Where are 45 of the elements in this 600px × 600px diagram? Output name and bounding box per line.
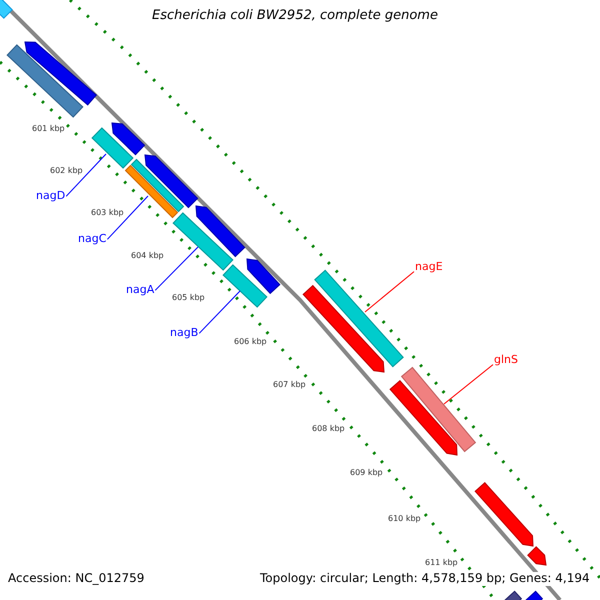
scale-label: 606 kbp bbox=[234, 337, 267, 346]
gene-bar bbox=[0, 0, 13, 19]
gene-label: nagA bbox=[126, 284, 154, 297]
gene-label: nagB bbox=[170, 327, 198, 340]
gene-bar bbox=[124, 158, 184, 218]
leader-line bbox=[154, 246, 198, 291]
gene-bar bbox=[246, 258, 280, 294]
gene-bar bbox=[314, 270, 404, 368]
gene-bar bbox=[474, 482, 534, 547]
gene-bar bbox=[172, 212, 234, 271]
gene-bar bbox=[6, 44, 84, 118]
gene-bar bbox=[111, 122, 146, 156]
gene-bar bbox=[222, 264, 268, 308]
leader-line bbox=[66, 154, 106, 197]
gene-bar bbox=[195, 205, 246, 258]
footer-text: Topology: circular; Length: 4,578,159 bp; Genes: 4,194 bbox=[260, 572, 590, 586]
gene-label: nagD bbox=[36, 190, 66, 203]
gene-bar bbox=[144, 154, 198, 208]
leader-line bbox=[444, 364, 494, 404]
scale-label: 607 kbp bbox=[273, 380, 306, 390]
gene-bar bbox=[527, 546, 547, 566]
gene-bar bbox=[91, 127, 134, 169]
scale-label: 611 kbp bbox=[425, 558, 458, 568]
scale-label: 610 kbp bbox=[388, 514, 421, 524]
gene-bar bbox=[389, 380, 458, 456]
leader-line bbox=[364, 271, 414, 312]
gene-bar bbox=[24, 41, 97, 106]
title: Escherichia coli BW2952, complete genome bbox=[152, 9, 438, 24]
gene-bar bbox=[522, 590, 544, 600]
gene-bar bbox=[400, 366, 476, 452]
scale-label: 604 kbp bbox=[131, 251, 164, 260]
scale-label: 601 kbp bbox=[32, 124, 65, 134]
footer-text: Accession: NC_012759 bbox=[8, 572, 144, 586]
scale-label: 602 kbp bbox=[50, 166, 83, 176]
gene-label: nagC bbox=[78, 233, 106, 246]
scale-label: 605 kbp bbox=[172, 293, 205, 302]
leader-line bbox=[198, 290, 240, 334]
gene-bar bbox=[502, 590, 522, 600]
gene-bar bbox=[302, 284, 385, 373]
gene-label: nagE bbox=[415, 261, 443, 274]
scale-label: 603 kbp bbox=[91, 208, 124, 218]
scale-label: 609 kbp bbox=[350, 468, 383, 478]
gene-label: glnS bbox=[494, 354, 518, 367]
scale-label: 608 kbp bbox=[312, 424, 345, 434]
leader-line bbox=[106, 196, 148, 240]
